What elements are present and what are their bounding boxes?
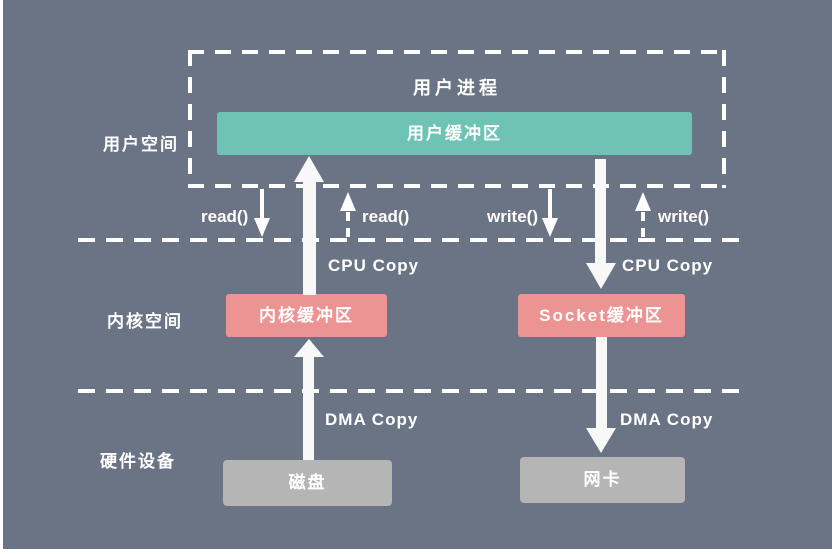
dma-copy-label-left: DMA Copy	[325, 410, 419, 429]
cpu-copy-down-arrow-icon	[586, 263, 616, 289]
disk-box: 磁盘	[223, 460, 392, 506]
read-return-user-arrow-icon	[340, 192, 356, 211]
user-process-boundary-right	[722, 50, 726, 188]
cpu-copy-label-right: CPU Copy	[622, 256, 714, 275]
write-return-user-arrow-shaft	[641, 212, 645, 239]
user-process-boundary-left	[188, 50, 192, 188]
read-enter-kernel-arrow-shaft	[260, 189, 264, 219]
cpu-copy-up-arrow-icon	[294, 156, 324, 182]
user-process-title: 用户进程	[413, 78, 501, 98]
write-enter-kernel-arrow-icon	[542, 218, 558, 237]
user-space-label: 用户空间	[103, 135, 179, 154]
socket-buffer-box: Socket缓冲区	[518, 294, 685, 337]
dma-copy-up-arrow-shaft	[303, 355, 314, 460]
read-call-label-right: read()	[362, 207, 410, 226]
dma-copy-down-arrow-icon	[586, 428, 616, 453]
read-enter-kernel-arrow-icon	[254, 218, 270, 237]
dma-copy-up-arrow-icon	[294, 339, 324, 357]
hardware-devices-label: 硬件设备	[100, 452, 176, 471]
dma-copy-down-arrow-shaft	[596, 337, 607, 430]
cpu-copy-down-arrow-shaft	[595, 159, 606, 264]
user-process-boundary-bottom	[188, 184, 726, 188]
user-kernel-boundary-line	[78, 238, 745, 242]
write-return-user-arrow-icon	[635, 192, 651, 211]
frame-edge-left	[0, 0, 3, 554]
kernel-hardware-boundary-line	[78, 389, 745, 393]
user-buffer-box: 用户缓冲区	[217, 112, 692, 155]
write-call-label-right: write()	[658, 207, 709, 226]
write-enter-kernel-arrow-shaft	[548, 189, 552, 219]
read-call-label-left: read()	[201, 207, 249, 226]
network-card-box: 网卡	[520, 457, 685, 503]
kernel-buffer-box: 内核缓冲区	[226, 294, 387, 337]
read-return-user-arrow-shaft	[346, 212, 350, 239]
cpu-copy-up-arrow-shaft	[303, 180, 316, 295]
frame-edge-bottom	[0, 549, 832, 554]
user-process-boundary-top	[188, 50, 726, 54]
cpu-copy-label-left: CPU Copy	[328, 256, 420, 275]
write-call-label-left: write()	[487, 207, 538, 226]
dma-copy-label-right: DMA Copy	[620, 410, 714, 429]
kernel-space-label: 内核空间	[107, 312, 183, 331]
